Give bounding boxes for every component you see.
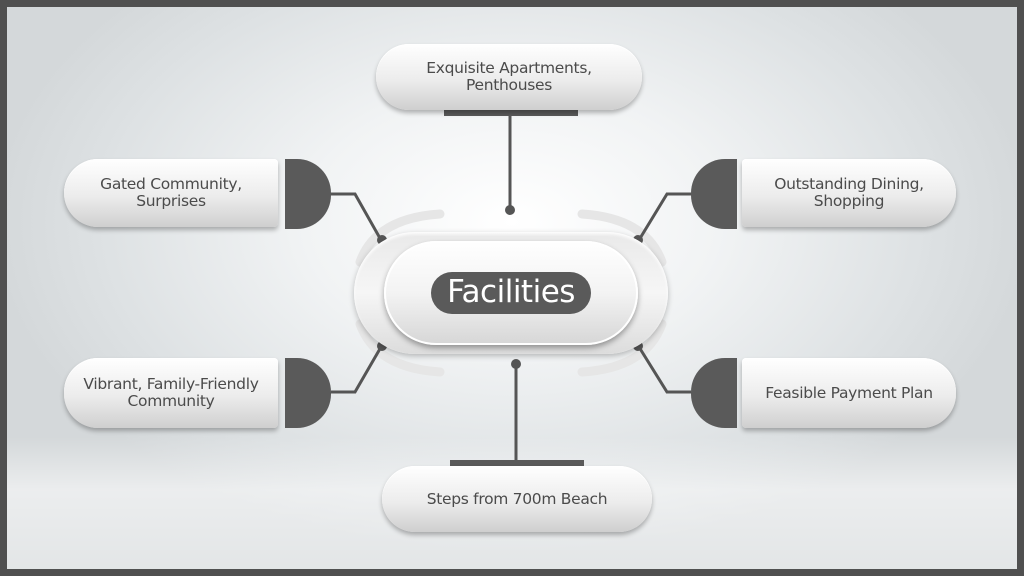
hub-node: Facilities: [384, 241, 638, 345]
hub-arc-bottom-right: [577, 319, 667, 377]
item-lower-left: Vibrant, Family-Friendly Community: [64, 358, 278, 428]
connector-lower-left: [331, 346, 383, 394]
item-lower-right: Feasible Payment Plan: [742, 358, 956, 428]
item-upper-right-label: Outstanding Dining, Shopping: [774, 175, 924, 210]
connector-upper-right: [637, 192, 691, 241]
connector-dot-bottom: [511, 359, 521, 369]
connector-upper-left: [331, 192, 383, 241]
hub-arc-top-right: [577, 209, 667, 267]
item-bottom-label: Steps from 700m Beach: [426, 489, 608, 508]
item-top: Exquisite Apartments, Penthouses: [376, 44, 642, 110]
tab-lower-right: [691, 358, 737, 428]
hub-title: Facilities: [431, 272, 591, 314]
item-upper-left-label: Gated Community, Surprises: [100, 175, 242, 210]
connector-dot-top: [505, 205, 515, 215]
connector-lower-right: [637, 346, 691, 394]
item-upper-right: Outstanding Dining, Shopping: [742, 159, 956, 227]
top-item-base-bar: [444, 110, 578, 116]
item-lower-right-label: Feasible Payment Plan: [765, 383, 933, 402]
item-top-label: Exquisite Apartments, Penthouses: [426, 59, 592, 94]
hub-arc-bottom-left: [355, 319, 445, 377]
bottom-item-base-bar: [450, 460, 584, 466]
tab-upper-right: [691, 159, 737, 229]
item-bottom: Steps from 700m Beach: [382, 466, 652, 532]
item-upper-left: Gated Community, Surprises: [64, 159, 278, 227]
item-lower-left-label: Vibrant, Family-Friendly Community: [83, 375, 259, 410]
hub-arc-top-left: [355, 209, 445, 267]
